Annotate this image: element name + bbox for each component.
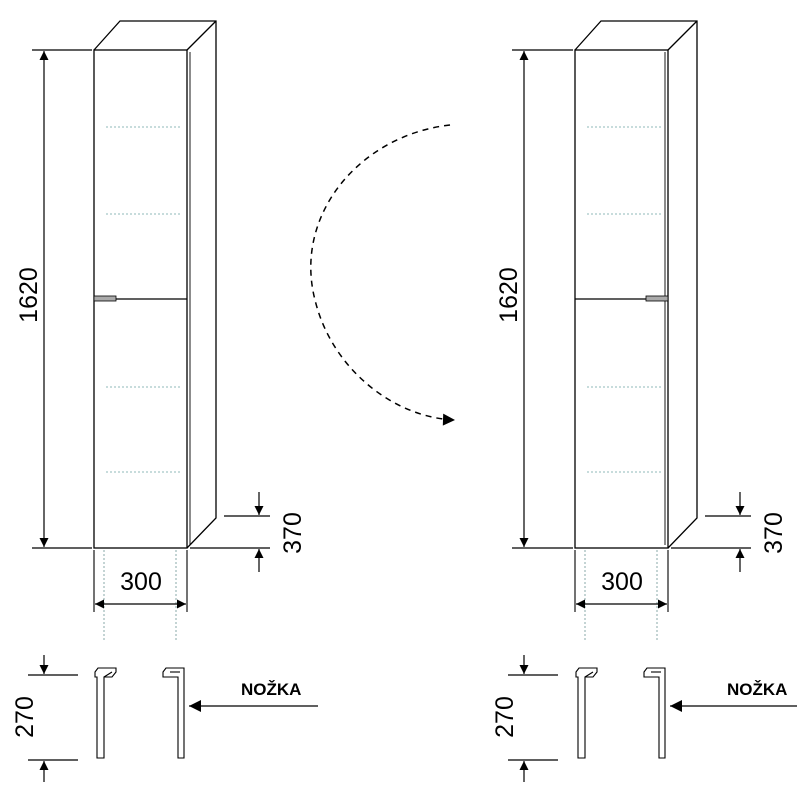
right-view: 1620 300 370 270: [491, 20, 797, 782]
right-leg-height-dimension: [508, 655, 558, 782]
right-shelves: [587, 126, 661, 473]
left-depth-dimension: [190, 492, 270, 572]
left-shelves: [106, 126, 180, 473]
left-height-dimension: [32, 49, 92, 549]
left-leg-front-icon: [94, 667, 117, 759]
right-width-dimension: [574, 550, 669, 640]
left-width-label: 300: [120, 568, 162, 596]
right-leg-side-icon: [643, 667, 666, 759]
left-width-dimension: [93, 550, 188, 640]
left-leg-side-icon: [162, 667, 185, 759]
right-height-label: 1620: [495, 267, 523, 323]
left-door-handle: [93, 295, 117, 302]
right-width-label: 300: [601, 568, 643, 596]
left-leg-label: NOŽKA: [241, 680, 301, 699]
rotation-curved-arrow-icon: [310, 124, 456, 426]
right-depth-dimension: [671, 492, 751, 572]
left-cabinet: [93, 20, 217, 549]
right-door-handle: [645, 295, 669, 302]
right-cabinet: [574, 20, 698, 549]
right-height-dimension: [512, 49, 573, 549]
right-leg-front-icon: [575, 667, 598, 759]
left-depth-label: 370: [279, 512, 307, 554]
right-leg-height-label: 270: [491, 696, 519, 738]
right-depth-label: 370: [760, 512, 788, 554]
left-leg-height-label: 270: [11, 696, 39, 738]
left-height-label: 1620: [15, 267, 43, 323]
left-leg-height-dimension: [28, 655, 78, 782]
right-leg-label: NOŽKA: [727, 680, 787, 699]
left-view: 1620 300 370 270: [11, 20, 318, 782]
